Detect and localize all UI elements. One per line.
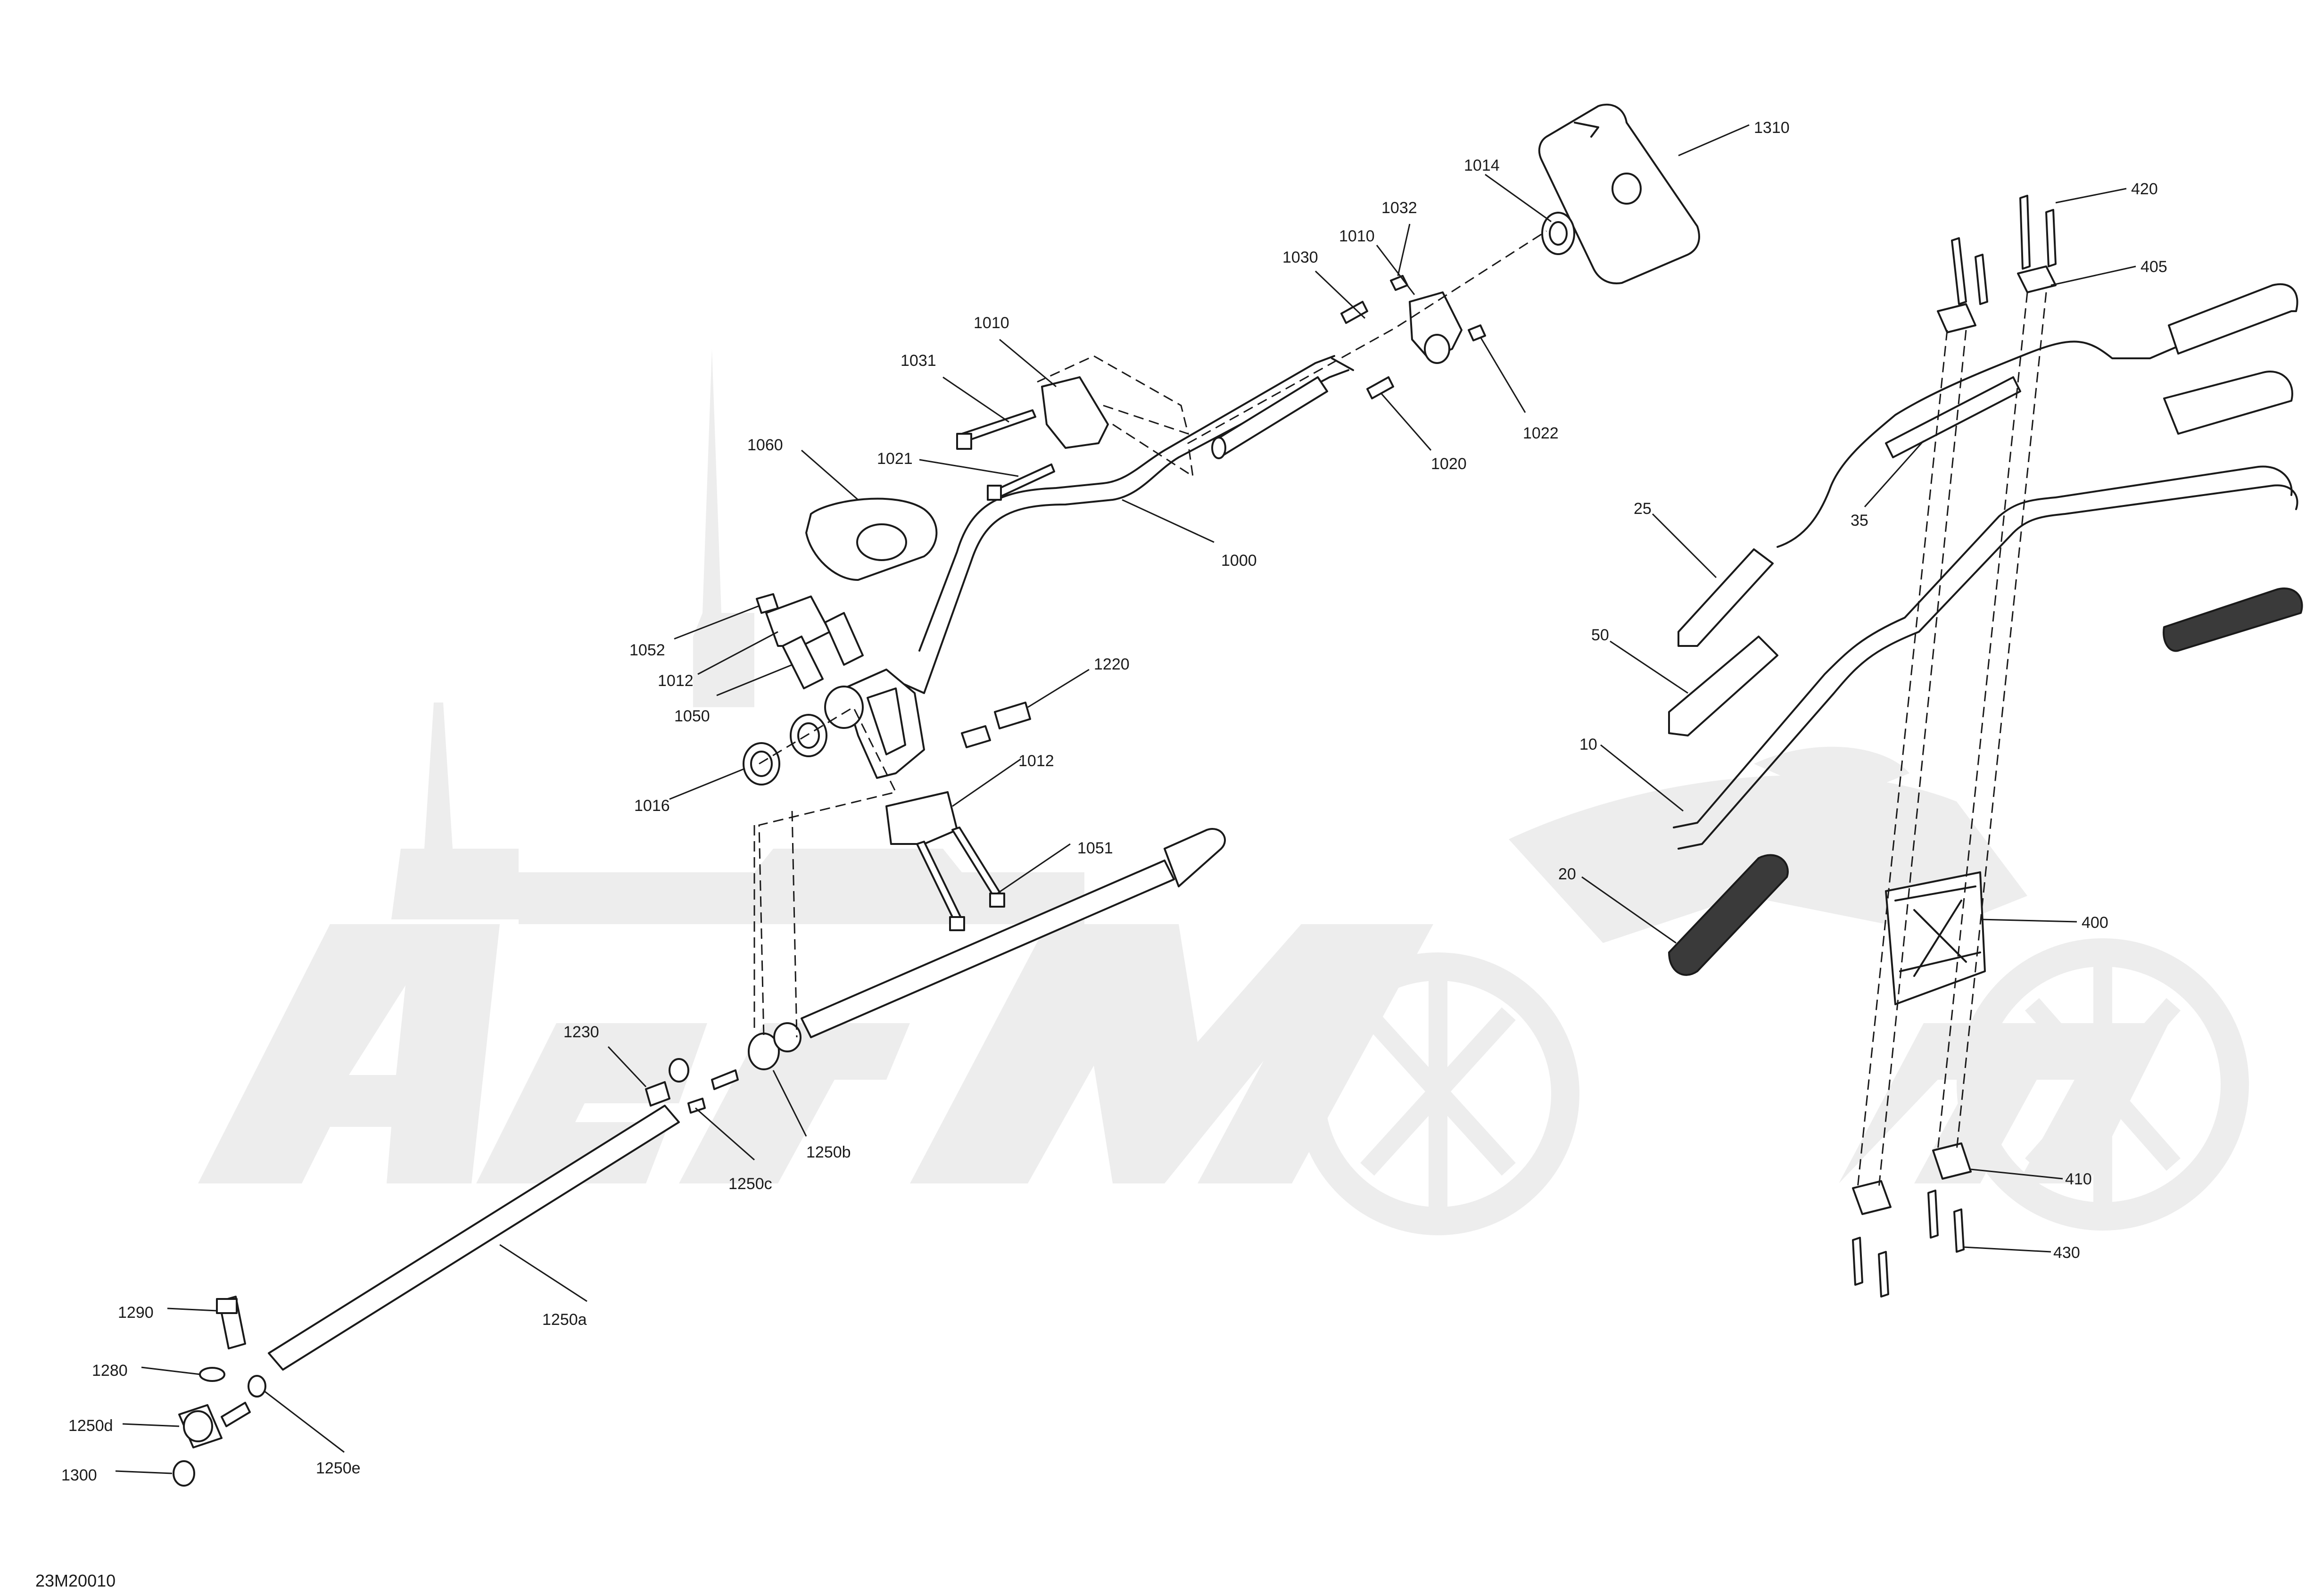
clamp-1012-lower: [885, 791, 958, 845]
washer-1280: [199, 1367, 225, 1382]
callout-1016: 1016: [634, 797, 670, 815]
watermark: [198, 349, 2249, 1235]
callout-1010: 1010: [1339, 227, 1375, 245]
clamp-410b: [1932, 1142, 1972, 1180]
nut-1300: [173, 1460, 195, 1487]
callout-25: 25: [1634, 500, 1652, 518]
riser-400: [1885, 871, 1986, 1005]
grip-20: [1668, 854, 1789, 976]
callout-420: 420: [2131, 180, 2158, 198]
callout-35: 35: [1851, 512, 1868, 529]
callout-1052: 1052: [629, 641, 665, 659]
clamp-405a: [1937, 303, 1976, 333]
sleeve-upper: [1885, 376, 2021, 458]
grip-end-right-upper: [2168, 283, 2298, 355]
grip-25: [1678, 548, 1774, 647]
callout-1000: 1000: [1221, 552, 1257, 570]
cable-35: [1777, 340, 2184, 548]
callout-1280: 1280: [92, 1362, 128, 1380]
callout-labels: 1310 1014 1032 1010 1030 1010 1031 1022 …: [61, 119, 2167, 1484]
callout-1060: 1060: [747, 436, 783, 454]
diagram-code: 23M20010: [35, 1571, 116, 1590]
watermark-letters: [198, 924, 2169, 1183]
callout-1250e: 1250e: [316, 1459, 361, 1477]
clamp-1012-upper: [765, 595, 831, 647]
callout-50: 50: [1591, 626, 1609, 644]
callout-1031: 1031: [901, 352, 936, 370]
callout-1310: 1310: [1754, 119, 1790, 137]
grip-end-right-mid: [2163, 371, 2293, 435]
callout-1022: 1022: [1523, 424, 1559, 442]
tie-rod-upper: [801, 860, 1175, 1038]
grip-50: [1668, 636, 1778, 736]
callout-1051: 1051: [1077, 839, 1113, 857]
bolt-420b: [1975, 254, 1988, 305]
callout-leaders: [115, 124, 2136, 1474]
callout-1250c: 1250c: [728, 1175, 772, 1193]
bolt-430b: [1878, 1251, 1889, 1298]
stem-bracket: [843, 669, 925, 779]
bolt-1021: [994, 463, 1055, 498]
clamp-1010-lower: [1041, 376, 1109, 449]
bolt-420a: [1951, 237, 1967, 305]
bolt-1220: [994, 702, 1031, 729]
nut-1022: [1468, 324, 1486, 341]
callout-405: 405: [2140, 258, 2167, 276]
callout-1012: 1012: [658, 672, 694, 690]
callout-1250a: 1250a: [542, 1311, 587, 1329]
bolt-420c: [2019, 195, 2031, 270]
callout-1250d: 1250d: [68, 1417, 113, 1435]
callout-400: 400: [2082, 914, 2108, 932]
handlebar-1000: [881, 355, 1349, 694]
callout-1230: 1230: [563, 1023, 599, 1041]
nut-1250e: [248, 1375, 266, 1398]
callout-1030: 1030: [1282, 248, 1318, 266]
callout-1220: 1220: [1094, 655, 1130, 673]
bolt-430d: [1953, 1208, 1965, 1253]
bolt-430c: [1927, 1190, 1939, 1239]
grip-end-right-lower: [2163, 587, 2303, 652]
callout-430: 430: [2053, 1244, 2080, 1262]
callout-1050: 1050: [674, 707, 710, 725]
callout-1012: 1012: [1018, 752, 1054, 770]
callout-1290: 1290: [118, 1304, 154, 1322]
callout-20: 20: [1558, 865, 1576, 883]
callout-410: 410: [2065, 1170, 2092, 1188]
callout-1300: 1300: [61, 1466, 97, 1484]
bolt-420d: [2045, 209, 2057, 267]
callout-1032: 1032: [1381, 199, 1417, 217]
callout-1010: 1010: [974, 314, 1009, 332]
bolt-430a: [1852, 1237, 1863, 1286]
clamp-405b: [2017, 265, 2057, 293]
callout-1250b: 1250b: [806, 1143, 851, 1161]
callout-1021: 1021: [877, 450, 913, 468]
callout-1020: 1020: [1431, 455, 1467, 473]
callout-1014: 1014: [1464, 157, 1500, 174]
tie-rod-1250a: [268, 1105, 680, 1371]
cup-1230: [645, 1081, 670, 1107]
sleeve-1050: [782, 636, 824, 689]
clamp-410a: [1852, 1180, 1892, 1215]
left-assembly: [173, 103, 1700, 1487]
callout-10: 10: [1579, 736, 1597, 753]
right-assembly: [1668, 195, 2303, 1298]
